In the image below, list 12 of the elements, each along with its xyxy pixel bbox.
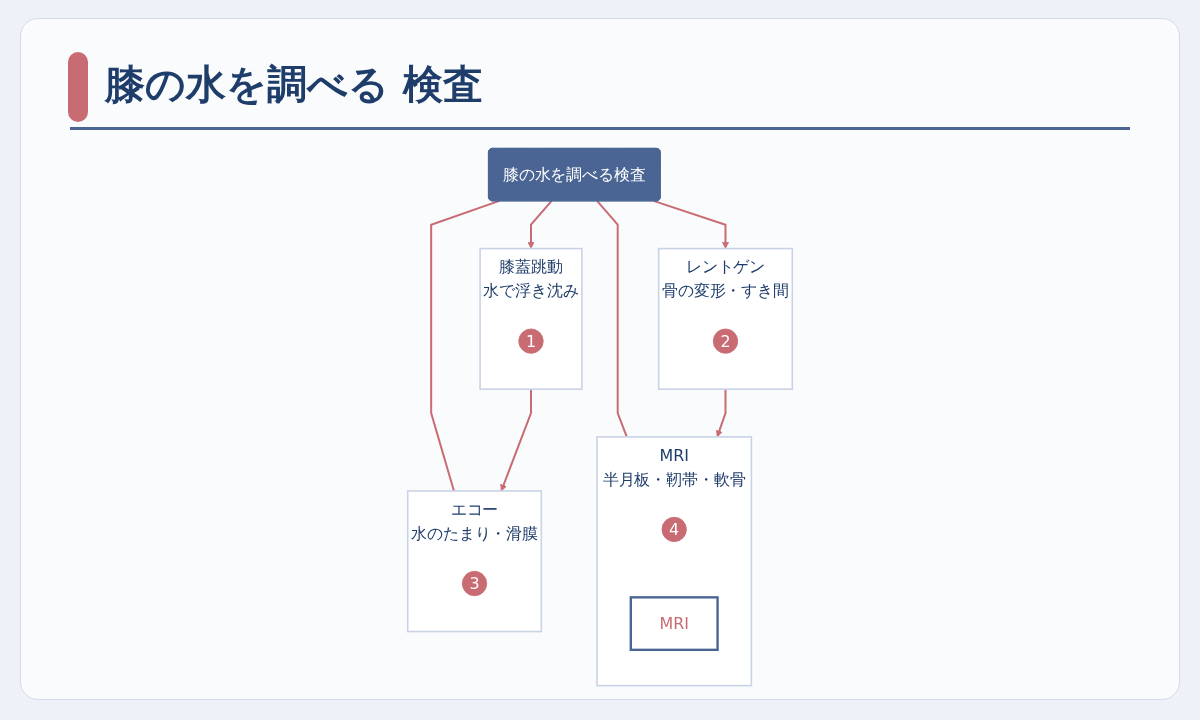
node-circle: 1 [518, 328, 544, 354]
connector [596, 199, 628, 438]
node-box: MRI [629, 596, 719, 652]
arrow [716, 388, 727, 438]
arrow [527, 199, 553, 249]
connector [430, 199, 501, 492]
title: 膝の水を調べる 検査 [105, 60, 483, 109]
arrow [652, 199, 729, 249]
node-circle: 2 [712, 328, 739, 354]
node-circle: 3 [461, 570, 488, 597]
arrow [500, 388, 532, 492]
node-circle: 4 [661, 516, 687, 543]
